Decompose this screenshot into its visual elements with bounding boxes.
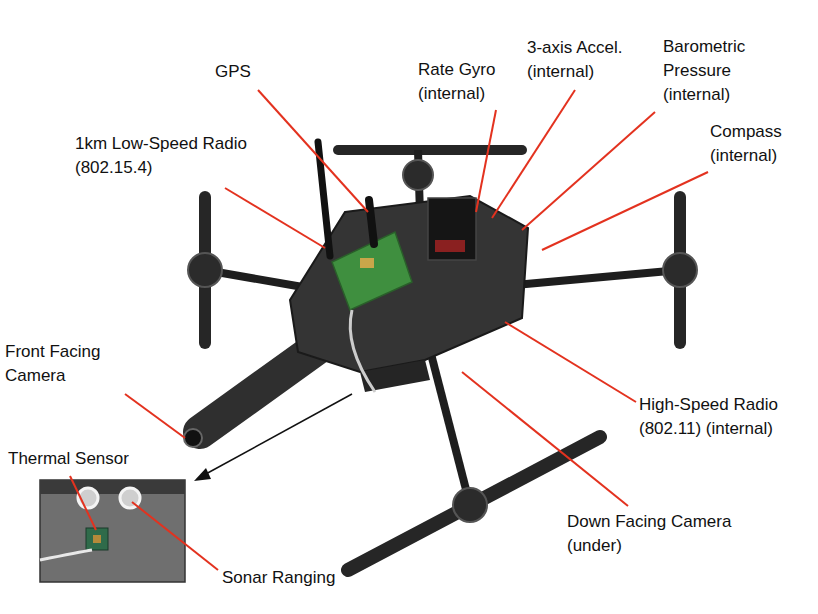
cable [350,310,375,392]
leader-line [125,394,185,438]
thermal-sensor-board [86,528,108,550]
leader-line [462,372,628,506]
rotor-blade [338,145,522,155]
battery [428,198,476,260]
leader-line [225,188,325,248]
part-label: 1km Low-Speed Radio (802.15.4) [75,132,280,180]
part-label: High-Speed Radio (802.11) (internal) [639,393,814,441]
pointer-line [204,394,352,475]
motor [403,160,433,190]
inset-edge [40,480,185,494]
leader-line [132,502,218,570]
sensor-inset [40,480,185,582]
part-label: Compass (internal) [710,120,810,168]
part-label: Rate Gyro (internal) [418,58,518,106]
part-label: Front Facing Camera [5,340,127,388]
part-label: Sonar Ranging [222,566,335,590]
rotor-blade [348,437,600,570]
chip [360,258,374,268]
motor [188,253,222,287]
battery-label [435,240,465,252]
part-label: Down Facing Camera (under) [567,510,745,558]
part-label: GPS [215,60,251,84]
leader-line [492,90,575,218]
drone [184,142,697,570]
part-label: Thermal Sensor [8,447,129,471]
leader-line [70,476,96,530]
inset-pointer [194,394,352,481]
thermal-chip [93,535,101,543]
pointer-head [194,468,211,481]
camera-lens [184,429,202,447]
leader-line [522,112,655,230]
leader-lines [70,90,708,570]
motor [453,488,487,522]
leader-line [258,90,368,212]
part-label: 3-axis Accel. (internal) [527,36,642,84]
leader-line [542,172,708,250]
leader-line [476,110,496,212]
inset-photo [40,480,185,582]
arm [515,270,680,285]
gps-antenna [369,200,374,244]
motor [663,253,697,287]
part-label: Barometric Pressure (internal) [663,35,775,107]
sensor-wire [40,550,92,560]
leader-line [505,322,636,402]
